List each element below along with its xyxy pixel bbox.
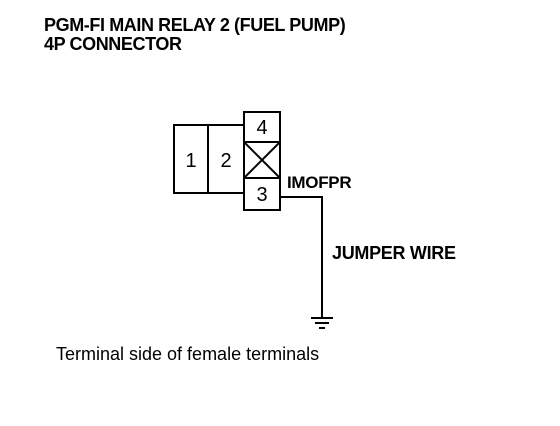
diagram-title-line1: PGM-FI MAIN RELAY 2 (FUEL PUMP)	[44, 15, 346, 35]
diagram-caption: Terminal side of female terminals	[56, 344, 320, 364]
pin-cavity-3	[243, 177, 281, 211]
ground-symbol-icon	[311, 317, 333, 329]
pin-label-1: 1	[185, 150, 196, 172]
jumper-wire-label: JUMPER WIRE	[332, 243, 456, 263]
connector-4p	[173, 111, 281, 211]
pin-label-4: 4	[256, 117, 267, 139]
pin-label-2: 2	[220, 150, 231, 172]
empty-cavity-x-icon	[243, 141, 281, 179]
diagram-title-line2: 4P CONNECTOR	[44, 34, 182, 54]
pin-label-3: 3	[256, 184, 267, 206]
jumper-wire-line	[280, 196, 323, 318]
terminal-label: IMOFPR	[287, 173, 352, 192]
